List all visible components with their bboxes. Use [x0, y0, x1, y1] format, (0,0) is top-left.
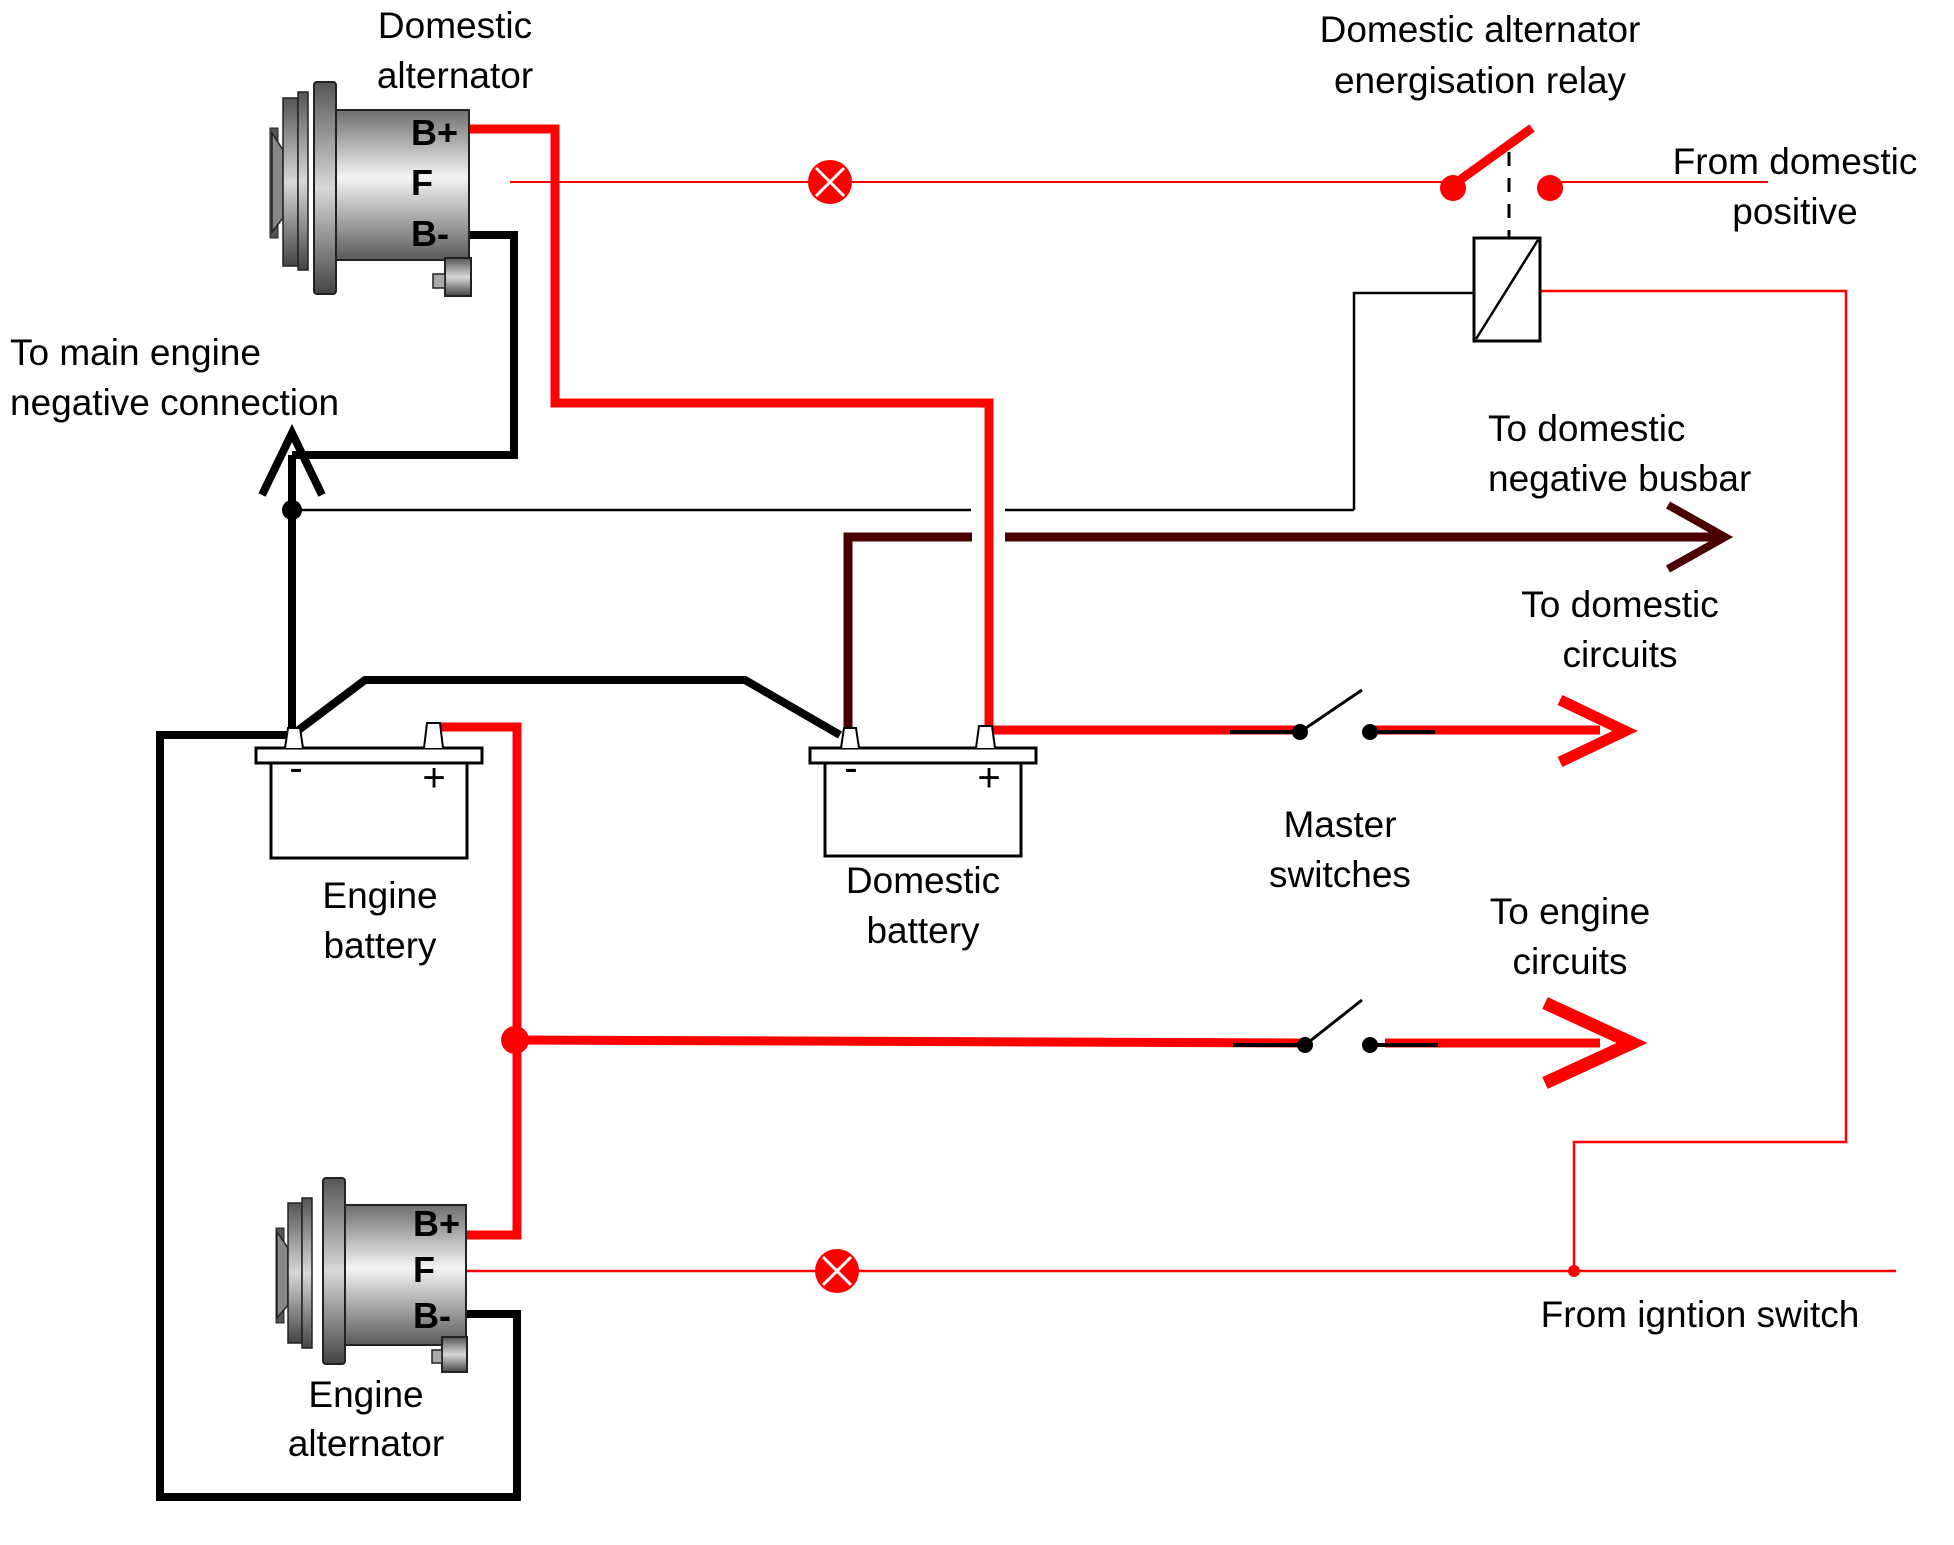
label-relay-2: energisation relay: [1334, 60, 1627, 101]
label-domestic-circuits-1: To domestic: [1521, 584, 1718, 625]
battery-negative-link: [289, 676, 843, 739]
engine-negative-loop: [156, 731, 521, 1501]
arrow-icon-main-negative: [258, 423, 326, 497]
label-from-domestic-positive-2: positive: [1732, 191, 1857, 232]
relay-coil-icon: [1472, 236, 1542, 343]
terminal-f-engine: F: [413, 1249, 435, 1290]
domestic-battery-positive-symbol: +: [977, 756, 1000, 800]
label-from-ignition-switch: From igntion switch: [1541, 1294, 1860, 1335]
junction-ignition: [1568, 1265, 1580, 1277]
terminal-b-minus-engine: B-: [413, 1295, 451, 1336]
label-relay-1: Domestic alternator: [1320, 9, 1641, 50]
terminal-f-domestic: F: [411, 162, 433, 203]
battery-icon-engine: - +: [254, 722, 484, 860]
relay-negative-wire: [1352, 291, 1474, 510]
label-master-switches-1: Master: [1283, 804, 1396, 845]
domestic-alternator-negative-wire: [292, 231, 518, 459]
engine-battery-negative-symbol: -: [289, 746, 302, 790]
label-negative-busbar-1: To domestic: [1488, 408, 1685, 449]
junction-negative: [282, 500, 302, 520]
engine-circuits-wire-a: [516, 1035, 1306, 1048]
junction-engine-positive: [501, 1026, 529, 1054]
arrow-icon-negative-busbar: [1666, 501, 1734, 573]
label-engine-circuits-1: To engine: [1490, 891, 1650, 932]
alternator-icon-domestic: B+ F B-: [269, 81, 472, 297]
arrow-icon-domestic-circuits: [1557, 695, 1638, 767]
relay-contact: [1440, 124, 1563, 201]
label-from-domestic-positive-1: From domestic: [1673, 141, 1918, 182]
label-domestic-alternator-2: alternator: [377, 55, 533, 96]
label-domestic-circuits-2: circuits: [1562, 634, 1677, 675]
lamp-icon-domestic: [808, 160, 852, 204]
battery-icon-domestic: - +: [808, 725, 1038, 858]
engine-battery-positive-symbol: +: [422, 756, 445, 800]
label-engine-circuits-2: circuits: [1512, 941, 1627, 982]
relay-coil-feed-wire: [1540, 289, 1848, 1271]
label-master-switches-2: switches: [1269, 854, 1411, 895]
label-main-engine-negative-2: negative connection: [10, 382, 339, 423]
terminal-b-minus-domestic: B-: [411, 213, 449, 254]
terminal-b-plus-domestic: B+: [411, 112, 458, 153]
switch-icon-engine: [1233, 998, 1438, 1053]
engine-positive-wire: [435, 722, 522, 1240]
label-engine-alternator-1: Engine: [308, 1374, 423, 1415]
lamp-icon-engine: [815, 1249, 859, 1293]
label-domestic-alternator-1: Domestic: [378, 5, 532, 46]
alternator-icon-engine: B+ F B-: [275, 1177, 468, 1373]
terminal-b-plus-engine: B+: [413, 1203, 460, 1244]
domestic-negative-busbar-left: [843, 532, 972, 727]
domestic-battery-negative-symbol: -: [844, 746, 857, 790]
label-domestic-battery-1: Domestic: [846, 860, 1000, 901]
arrow-icon-engine-circuits: [1542, 997, 1648, 1089]
label-engine-battery-1: Engine: [322, 875, 437, 916]
label-engine-alternator-2: alternator: [288, 1423, 444, 1464]
label-negative-busbar-2: negative busbar: [1488, 458, 1751, 499]
domestic-charge-wire: [466, 124, 994, 727]
label-main-engine-negative-1: To main engine: [10, 332, 261, 373]
switch-icon-domestic: [1230, 688, 1435, 740]
label-engine-battery-2: battery: [323, 925, 437, 966]
label-domestic-battery-2: battery: [866, 910, 980, 951]
